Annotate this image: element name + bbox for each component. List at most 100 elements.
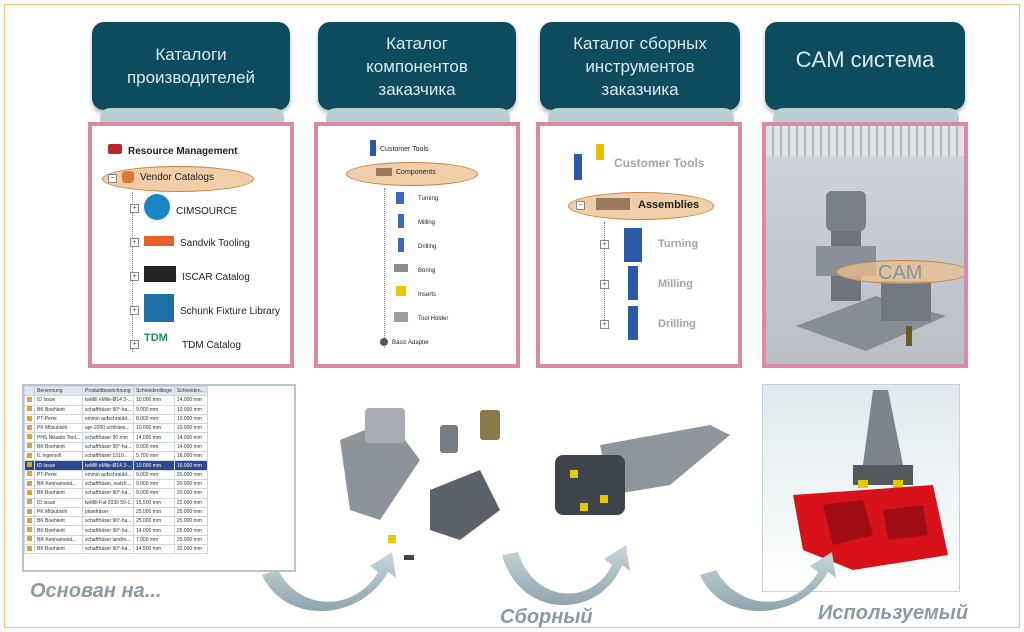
table-cell: 5.700 mm — [132, 451, 175, 462]
tree-selected-label[interactable]: Assemblies — [638, 199, 700, 211]
component-item-label[interactable]: Basic Adapter — [392, 340, 430, 346]
table-cell: 20.000 mm — [173, 478, 208, 490]
assembly-item-label[interactable]: Drilling — [658, 318, 696, 330]
cimsource-logo-icon — [144, 194, 170, 220]
table-cell: 10.000 mm — [173, 404, 208, 415]
inserts-icon — [396, 286, 406, 296]
table-cell: PT-Perte — [34, 413, 83, 425]
cam-highlight-ellipse — [836, 260, 964, 284]
table-cell: 15.500 mm — [132, 497, 175, 508]
table-cell: 25.000 mm — [173, 516, 208, 527]
table-icon-cell — [24, 386, 35, 397]
expand-toggle[interactable]: + — [130, 238, 139, 247]
expand-toggle[interactable]: + — [130, 272, 139, 281]
row-icon — [24, 413, 35, 425]
drilling-icon — [628, 306, 638, 340]
table-cell: BR Kennametal... — [34, 534, 83, 546]
component-item-label[interactable]: Boring — [418, 268, 436, 274]
basic-adapter-icon — [380, 338, 388, 346]
table-cell: 10.000 mm — [173, 423, 208, 434]
row-icon — [24, 497, 35, 508]
table-cell: BK Boehlerit — [34, 404, 83, 415]
table-cell: schaftfräser 90°-ha... — [81, 544, 134, 555]
column-header[interactable]: Benennung — [34, 386, 83, 397]
cam-toolbar — [766, 126, 964, 156]
table-cell: 25.000 mm — [173, 534, 208, 546]
component-item-label[interactable]: Inserts — [418, 292, 437, 298]
table-cell: plainfräser — [81, 506, 134, 518]
vendor-item-label[interactable]: TDM Catalog — [182, 340, 241, 351]
slide-frame — [4, 4, 1020, 628]
caption-based-on: Основан на... — [30, 580, 162, 602]
cam-panel: CAM — [762, 122, 968, 368]
vendor-item-label[interactable]: CIMSOURCE — [176, 206, 238, 217]
column-header[interactable]: Produktbezeichnung — [81, 386, 134, 397]
expand-toggle[interactable]: + — [600, 240, 609, 249]
tree-root-label[interactable]: Resource Management — [128, 146, 238, 157]
table-cell: twMill-Fal-2030 50-1... — [81, 497, 134, 508]
table-cell: schaftfräser 90°-ha... — [81, 488, 134, 499]
tree-selected-label[interactable]: Vendor Catalogs — [140, 172, 214, 183]
resource-management-icon — [108, 144, 122, 154]
table-cell: schaftfräser 90°-ha... — [81, 404, 134, 415]
table-row[interactable]: BR Kennametal...schaftfräser landm...7.0… — [24, 534, 208, 546]
assembly-item-label[interactable]: Milling — [658, 278, 693, 290]
column-header[interactable]: Schneiden... — [173, 386, 208, 397]
table-row[interactable]: BR Kennametal...schaftfräser, walzh...9.… — [24, 478, 208, 490]
tree-root-label[interactable]: Customer Tools — [380, 146, 429, 153]
expand-toggle[interactable]: + — [600, 280, 609, 289]
machining-render-image — [793, 390, 948, 570]
caption-used: Используемый — [818, 602, 969, 624]
vendor-item-label[interactable]: Sandvik Tooling — [180, 238, 250, 249]
turning-icon — [624, 228, 642, 262]
component-item-label[interactable]: Turning — [418, 196, 439, 202]
component-item-label[interactable]: Milling — [418, 220, 436, 226]
header-vendor-catalogs: Каталоги производителей — [92, 22, 290, 110]
milling-icon — [628, 266, 638, 300]
table-cell: 14.000 mm — [173, 441, 208, 453]
expand-toggle[interactable]: + — [600, 320, 609, 329]
table-cell: einmin aufschraubf... — [81, 413, 134, 425]
assembly-item-label[interactable]: Turning — [658, 238, 699, 250]
collapse-toggle[interactable]: − — [576, 201, 585, 210]
expand-toggle[interactable]: + — [130, 340, 139, 349]
component-item-label[interactable]: Drilling — [418, 244, 437, 250]
table-cell: 25.000 mm — [173, 525, 208, 536]
table-cell: schaftfräser 90 mm — [81, 432, 134, 443]
exploded-tool-components-image — [340, 408, 500, 560]
table-cell: 32.000 mm — [173, 544, 208, 555]
collapse-toggle[interactable]: − — [108, 174, 117, 183]
tree-line — [604, 222, 605, 326]
table-cell: 10.000 mm — [132, 423, 175, 434]
vendor-item-label[interactable]: Schunk Fixture Library — [180, 306, 281, 317]
table-cell: BK Boehlerit — [34, 488, 83, 499]
table-cell: PT-Perte — [34, 469, 83, 480]
vendor-item-label[interactable]: ISCAR Catalog — [182, 272, 250, 283]
tree-root-label[interactable]: Customer Tools — [614, 156, 705, 170]
expand-toggle[interactable]: + — [130, 306, 139, 315]
row-icon — [24, 525, 35, 536]
component-item-label[interactable]: Tool Holder — [418, 316, 449, 322]
expand-toggle[interactable]: + — [130, 204, 139, 213]
column-header[interactable]: Schneidenlänge — [132, 386, 175, 397]
table-cell: PK Mitsubishi — [34, 423, 83, 434]
table-cell: BK Boehlerit — [34, 525, 83, 536]
tree-selected-label[interactable]: Components — [396, 169, 436, 176]
table-cell: 14.000 mm — [173, 395, 208, 406]
